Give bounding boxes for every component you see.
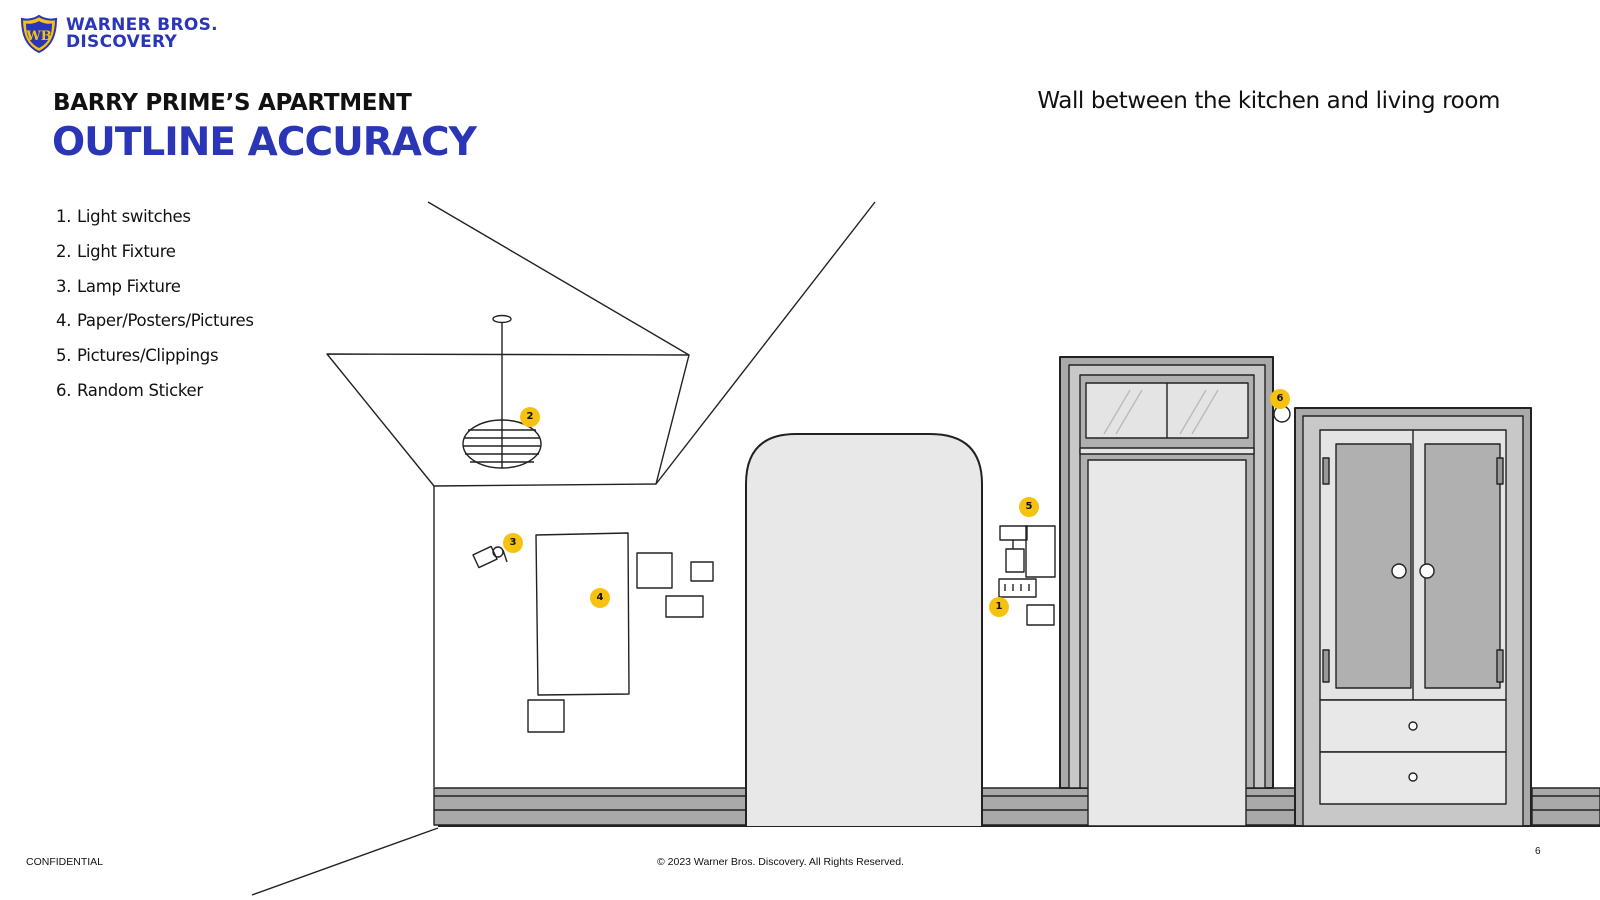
marker-light-fixture: 2 (520, 407, 540, 427)
marker-random-sticker: 6 (1270, 389, 1290, 409)
light-switch-plate (998, 578, 1037, 598)
wall-posters (527, 532, 714, 733)
svg-text:WB: WB (25, 29, 52, 44)
baseboard-lines (434, 795, 1600, 811)
legend-item: 6.Random Sticker (56, 380, 203, 400)
wall-lamp-fixture (472, 545, 508, 569)
marker-posters: 4 (590, 588, 610, 608)
legend-item: 2.Light Fixture (56, 241, 176, 261)
wb-shield-icon: WB (20, 14, 58, 54)
ceiling-outline (251, 201, 1600, 896)
legend-list: 1.Light switches 2.Light Fixture 3.Lamp … (56, 205, 254, 414)
warner-bros-discovery-logo: WB WARNER BROS. DISCOVERY (20, 14, 218, 54)
pendant-light-fixture (462, 314, 542, 469)
marker-lamp-fixture: 3 (503, 533, 523, 553)
pictures-clippings (999, 525, 1056, 626)
logo-line-1: WARNER BROS. (66, 15, 218, 35)
door-with-transom (1059, 356, 1274, 827)
legend-item: 1.Light switches (56, 207, 191, 226)
copyright-notice: © 2023 Warner Bros. Discovery. All Right… (657, 856, 904, 868)
wardrobe-cabinet (1294, 407, 1532, 827)
view-caption: Wall between the kitchen and living room (1037, 88, 1500, 114)
legend-item: 4.Paper/Posters/Pictures (56, 311, 254, 331)
marker-pictures-clippings: 5 (1019, 497, 1039, 517)
baseboards (433, 787, 1600, 826)
page-title: OUTLINE ACCURACY (52, 120, 477, 165)
confidential-label: CONFIDENTIAL (26, 856, 104, 868)
legend-item: 5.Pictures/Clippings (56, 346, 219, 366)
arched-opening (745, 433, 983, 826)
logo-wordmark: WARNER BROS. DISCOVERY (66, 17, 218, 51)
legend-item: 3.Lamp Fixture (56, 276, 181, 296)
logo-line-2: DISCOVERY (66, 32, 178, 52)
page-number: 6 (1535, 846, 1541, 857)
marker-light-switches: 1 (989, 597, 1009, 617)
page-subtitle: BARRY PRIME’S APARTMENT (53, 90, 412, 116)
